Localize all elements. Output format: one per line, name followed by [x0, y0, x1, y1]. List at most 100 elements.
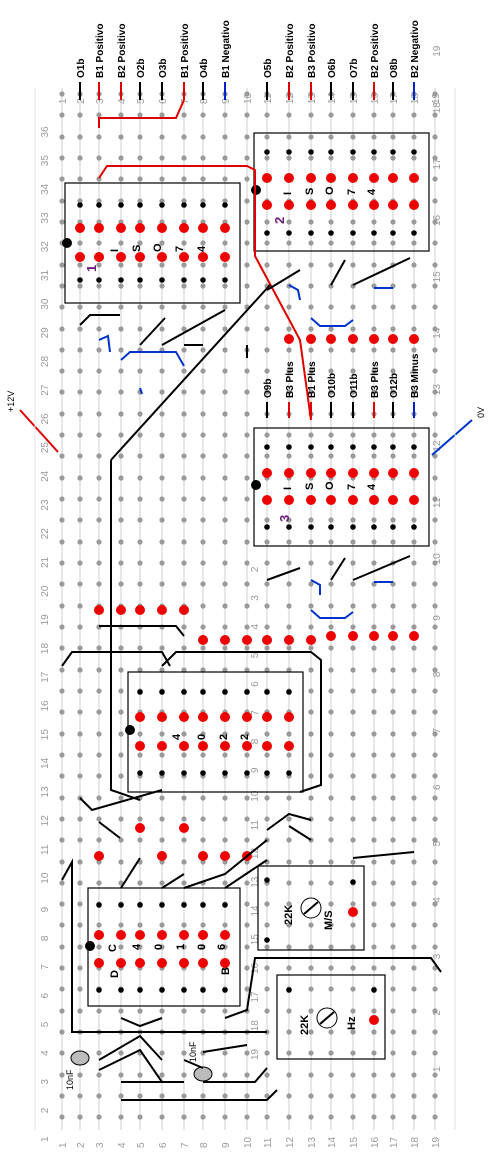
chip4-pin-black	[286, 770, 292, 776]
hole	[222, 432, 228, 438]
chip-2-number: 2	[272, 217, 287, 224]
hole	[432, 667, 438, 673]
hole	[350, 731, 356, 737]
hole	[308, 795, 314, 801]
hole	[137, 496, 143, 502]
hole	[350, 645, 356, 651]
hole	[222, 1008, 228, 1014]
chip1-pin-red	[116, 223, 126, 233]
hole	[390, 304, 396, 310]
hole	[244, 517, 250, 523]
chip5-text: 6	[216, 944, 228, 950]
hole	[390, 368, 396, 374]
row-number-right: 8	[432, 671, 443, 677]
pot-hz-pin-black	[286, 987, 292, 993]
red-dot	[220, 851, 230, 861]
chip2-pin-red	[348, 200, 358, 210]
hole	[59, 411, 65, 417]
chip5-pin-black	[159, 902, 165, 908]
chip2-pin-black	[411, 230, 417, 236]
hole	[244, 986, 250, 992]
row-number-right: 10	[432, 553, 443, 565]
hole	[59, 389, 65, 395]
pot-hz-name: Hz	[346, 1016, 358, 1030]
black-wire	[98, 1034, 163, 1061]
hole	[328, 603, 334, 609]
hole	[244, 752, 250, 758]
row-number-left: 29	[40, 327, 51, 339]
chip4-pin-red	[179, 741, 189, 751]
hole	[350, 347, 356, 353]
hole	[159, 240, 165, 246]
hole	[181, 1093, 187, 1099]
row-number-right: 6	[432, 784, 443, 790]
hole	[159, 368, 165, 374]
row-number-left: 33	[40, 212, 51, 224]
ground-label: 0V	[476, 407, 486, 418]
hole	[432, 475, 438, 481]
hole	[411, 262, 417, 268]
chip4-pin-black	[137, 689, 143, 695]
hole	[77, 837, 83, 843]
hole	[328, 667, 334, 673]
hole	[137, 1072, 143, 1078]
hole	[200, 155, 206, 161]
hole	[411, 1072, 417, 1078]
hole	[77, 368, 83, 374]
hole	[118, 155, 124, 161]
hole	[432, 731, 438, 737]
hole	[96, 560, 102, 566]
black-wire	[161, 651, 322, 793]
chip1-pin-black	[159, 202, 165, 208]
chip5-text: 1	[175, 944, 187, 950]
hole	[222, 240, 228, 246]
hole	[390, 667, 396, 673]
hole	[77, 603, 83, 609]
hole	[118, 773, 124, 779]
hole	[264, 1008, 270, 1014]
pot-hz-pin	[369, 1015, 379, 1025]
col-number-top: 1	[58, 98, 69, 104]
chip3-pin-black	[371, 524, 377, 530]
chip3-pin-red	[348, 495, 358, 505]
chip4-pin-red	[135, 741, 145, 751]
hole	[432, 326, 438, 332]
chip5-pin-red	[220, 930, 230, 940]
hole	[118, 347, 124, 353]
hole	[371, 1072, 377, 1078]
hole	[159, 795, 165, 801]
hole	[96, 198, 102, 204]
hole	[390, 326, 396, 332]
hole	[432, 709, 438, 715]
chip3-pin-black	[371, 444, 377, 450]
red-dot	[348, 631, 358, 641]
hole	[118, 283, 124, 289]
chip2-text: S	[304, 188, 316, 195]
hole	[328, 859, 334, 865]
hole	[59, 624, 65, 630]
hole	[137, 453, 143, 459]
hole	[200, 283, 206, 289]
pot-ms-name: M/S	[323, 910, 335, 930]
hole	[222, 1093, 228, 1099]
chip5-pin-red	[157, 930, 167, 940]
hole	[350, 1093, 356, 1099]
hole	[222, 262, 228, 268]
hole	[264, 155, 270, 161]
hole	[137, 667, 143, 673]
row-number-right: 12	[432, 440, 443, 452]
chip3-pin-red	[262, 495, 272, 505]
hole	[200, 368, 206, 374]
hole	[286, 112, 292, 118]
hole	[264, 262, 270, 268]
hole	[244, 198, 250, 204]
hole	[59, 432, 65, 438]
hole	[390, 837, 396, 843]
chip4-pin-black	[222, 689, 228, 695]
hole	[96, 326, 102, 332]
hole	[137, 731, 143, 737]
hole	[432, 986, 438, 992]
row-number-left: 15	[40, 729, 51, 741]
hole	[181, 1050, 187, 1056]
